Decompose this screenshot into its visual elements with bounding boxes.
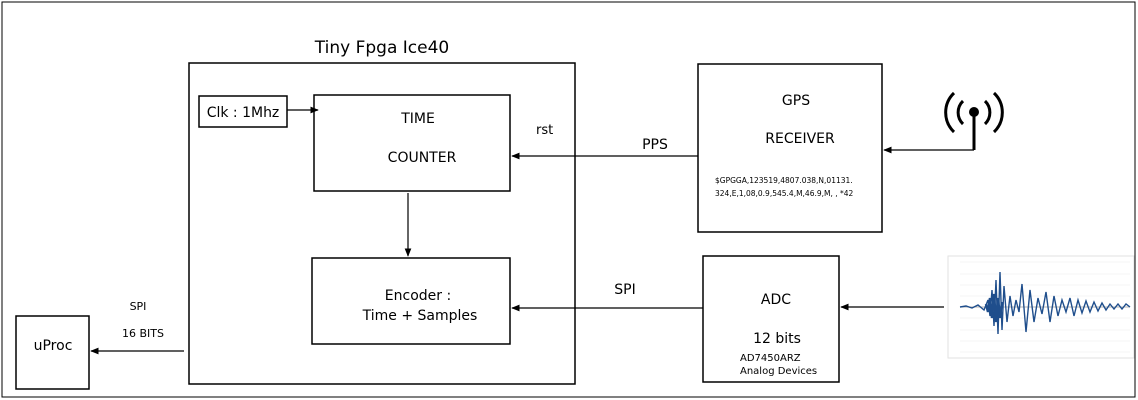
spi-uproc-label: SPI — [130, 300, 147, 313]
encoder-block — [311, 257, 511, 345]
adc-label-line2: 12 bits — [753, 331, 801, 347]
gps-receiver-block — [697, 63, 883, 233]
fpga-block — [188, 62, 576, 385]
gps-nmea-line2: 324,E,1,08,0.9,545.4,M,46.9,M, , *42 — [715, 189, 854, 198]
encoder-label-line1: Encoder : — [385, 288, 451, 304]
spi-adc-label: SPI — [614, 282, 635, 298]
clock-block — [198, 95, 288, 128]
antenna-icon — [944, 91, 1004, 150]
adc-label-line1: ADC — [761, 292, 791, 308]
adc-vendor: Analog Devices — [740, 366, 817, 377]
clock-label: Clk : 1Mhz — [207, 105, 280, 121]
seismic-waveform-icon — [947, 255, 1135, 359]
time-counter-block — [313, 94, 511, 192]
uproc-block — [15, 315, 90, 390]
fpga-title: Tiny Fpga Ice40 — [314, 38, 449, 58]
time-counter-label-line2: COUNTER — [388, 150, 457, 166]
uproc-label: uProc — [34, 338, 73, 354]
time-counter-label-line1: TIME — [400, 111, 435, 127]
gps-label-line2: RECEIVER — [765, 131, 835, 147]
adc-part-number: AD7450ARZ — [740, 353, 801, 364]
pps-label: PPS — [642, 137, 668, 153]
reset-label: rst — [536, 123, 553, 138]
adc-block — [702, 255, 840, 383]
spi-uproc-bits: 16 BITS — [122, 327, 164, 340]
gps-nmea-line1: $GPGGA,123519,4807.038,N,01131. — [715, 176, 853, 185]
encoder-label-line2: Time + Samples — [362, 308, 478, 324]
gps-label-line1: GPS — [782, 93, 810, 109]
